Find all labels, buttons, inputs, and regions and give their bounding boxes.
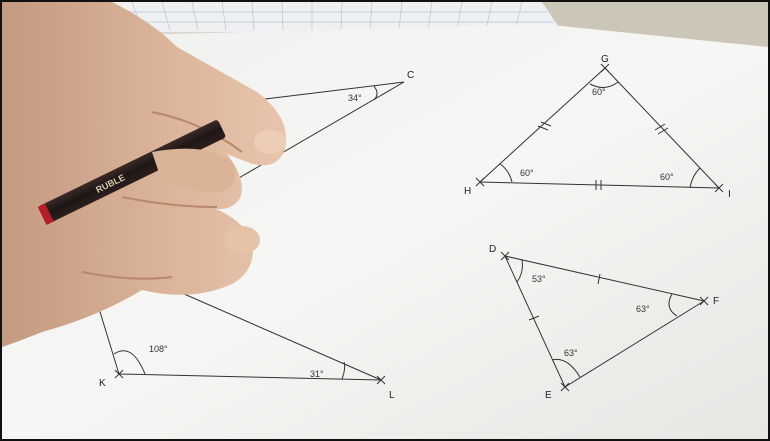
angle-l-label: 31° [310,369,324,379]
pencil: RUBLE [37,120,226,225]
grid-paper [92,2,562,32]
vertex-k-label: K [99,378,106,389]
angle-c-label: 34° [348,93,362,103]
triangle-jkl [96,279,386,385]
angle-d-label: 53° [532,274,546,284]
angle-e-label: 63° [564,348,578,358]
grid-lines [102,2,554,31]
vertex-i-label: I [728,189,731,200]
vertex-g-label: G [601,54,609,65]
vertex-e-label: E [545,390,552,401]
vertex-c-label: C [407,70,414,81]
vertex-f-label: F [713,296,719,307]
hand-with-pencil: RUBLE [2,2,287,347]
angle-f-label: 63° [636,304,650,314]
angle-i-label: 60° [660,172,674,182]
vertex-h-label: H [464,186,471,197]
triangle-def [500,251,709,392]
triangle-ghi [475,63,724,193]
vertex-d-label: D [489,244,496,255]
angle-k-label: 108° [149,344,168,354]
angle-h-label: 60° [520,168,534,178]
angle-g-label: 60° [592,87,606,97]
vertex-l-label: L [389,390,395,401]
fingertip [254,130,286,154]
